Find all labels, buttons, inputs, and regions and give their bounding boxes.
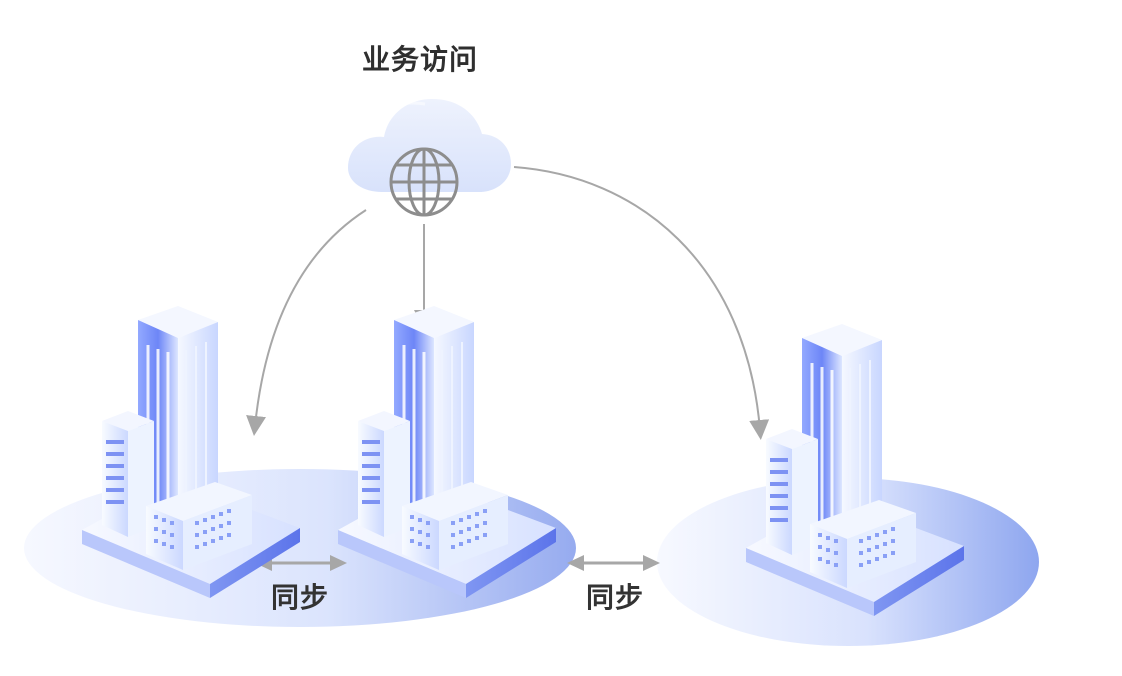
sync-label-left: 同步: [271, 581, 330, 614]
diagram-title: 业务访问: [362, 43, 479, 76]
sync-arrow-right: [567, 555, 660, 571]
building-middle: [338, 306, 556, 598]
sync-label-right: 同步: [586, 581, 645, 614]
cloud-icon: [348, 99, 511, 192]
access-arrows: [246, 166, 770, 440]
building-right: [746, 324, 964, 616]
globe-icon: [389, 147, 459, 217]
building-left: [82, 306, 300, 598]
